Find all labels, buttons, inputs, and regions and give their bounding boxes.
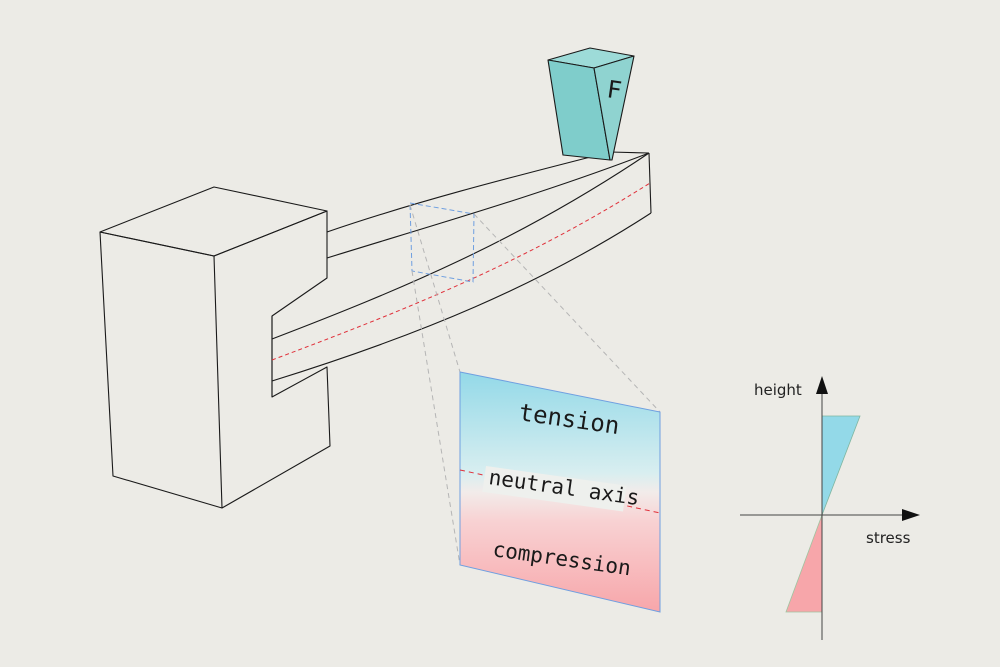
support-block bbox=[99, 186, 331, 509]
cantilever-beam bbox=[271, 151, 652, 382]
compression-stress-region bbox=[785, 514, 823, 613]
beam-top-back-edge bbox=[326, 151, 611, 233]
beam-neutral-axis bbox=[271, 182, 651, 361]
beam-top-front-edge bbox=[326, 152, 650, 259]
tension-stress-region bbox=[821, 415, 861, 516]
support-front-face bbox=[99, 231, 223, 509]
neutral-axis-label-bg bbox=[482, 466, 627, 512]
support-top-face bbox=[99, 186, 328, 257]
load-block-side-face bbox=[593, 55, 635, 161]
beam-end-edge bbox=[648, 152, 652, 214]
stress-axis-label: stress bbox=[866, 529, 911, 547]
projection-lines bbox=[409, 204, 661, 566]
beam-side-bottom-edge bbox=[271, 212, 652, 382]
stress-axis-arrow bbox=[902, 509, 920, 521]
height-axis-label: height bbox=[754, 381, 802, 399]
stress-plot: height stress bbox=[740, 376, 920, 640]
section-highlight bbox=[409, 202, 475, 283]
load-label: F bbox=[605, 75, 623, 105]
height-axis-arrow bbox=[816, 376, 828, 394]
load-block bbox=[547, 47, 635, 161]
beam-side-top-edge bbox=[271, 152, 650, 340]
